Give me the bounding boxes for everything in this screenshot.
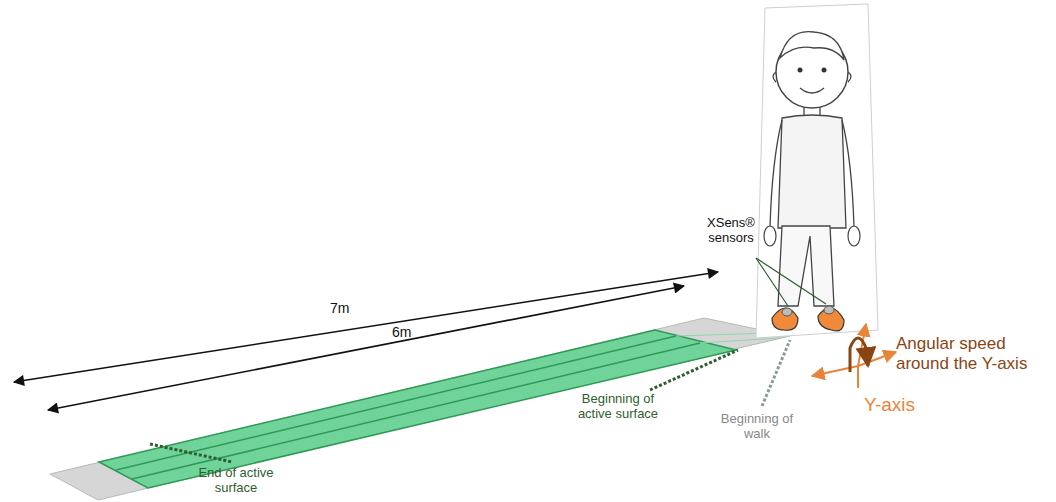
leader-line	[756, 258, 788, 306]
axis-label: Y-axis	[864, 394, 944, 416]
dimension-arrow	[14, 272, 718, 382]
axis-caption: Angular speed around the Y-axis	[896, 334, 1052, 373]
surface-stripe	[116, 336, 676, 470]
leader-line	[650, 350, 738, 390]
callout-label: Beginning of walk	[714, 412, 800, 442]
callout-label: End of active surface	[186, 466, 286, 496]
sensor-label: XSens® sensors	[696, 216, 766, 246]
leader-line	[756, 258, 826, 304]
leader-line	[762, 340, 790, 406]
surface-stripe	[700, 338, 780, 343]
person-figure	[756, 4, 878, 338]
dimension-label: 6m	[392, 324, 432, 340]
axis-symbol	[812, 324, 896, 388]
leader-line	[150, 444, 232, 462]
surface-stripe	[132, 343, 700, 479]
walkway	[50, 318, 790, 500]
callout-label: Beginning of active surface	[566, 392, 670, 422]
dimension-label: 7m	[330, 300, 370, 316]
